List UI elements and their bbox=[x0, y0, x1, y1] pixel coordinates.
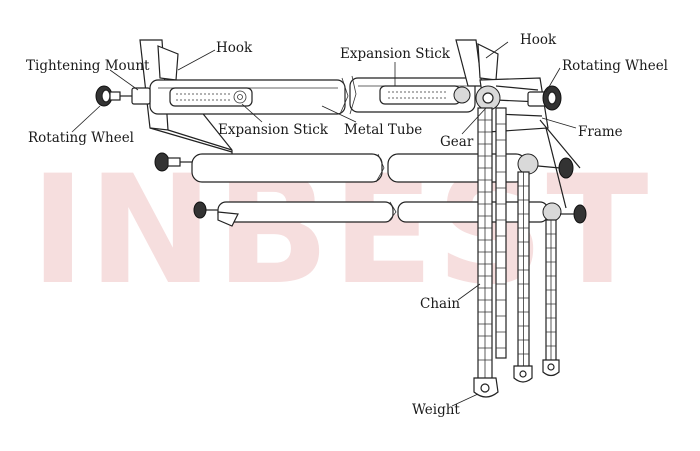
chain-main bbox=[477, 107, 507, 381]
leader-lines bbox=[71, 41, 577, 407]
label-expansion-stick-top: Expansion Stick bbox=[340, 46, 451, 62]
gear-bottom bbox=[542, 202, 587, 224]
label-gear: Gear bbox=[440, 134, 474, 150]
label-rotating-wheel-left: Rotating Wheel bbox=[28, 130, 134, 146]
label-rotating-wheel-right: Rotating Wheel bbox=[562, 58, 668, 74]
weight-main bbox=[473, 377, 499, 398]
label-expansion-stick-mid: Expansion Stick bbox=[218, 122, 329, 138]
weight-middle bbox=[513, 365, 533, 383]
weight-bottom bbox=[542, 359, 560, 377]
tightening-mount bbox=[118, 87, 151, 105]
gear-middle bbox=[517, 153, 574, 179]
label-chain: Chain bbox=[420, 296, 460, 312]
bottom-tube bbox=[193, 201, 549, 227]
label-frame: Frame bbox=[578, 124, 623, 140]
expansion-stick-right bbox=[379, 85, 471, 105]
label-tightening-mount: Tightening Mount bbox=[26, 58, 150, 74]
chain-middle bbox=[517, 171, 530, 369]
label-hook-right: Hook bbox=[520, 32, 557, 48]
gear bbox=[475, 85, 501, 111]
chain-bottom bbox=[545, 219, 557, 363]
expansion-stick-left bbox=[169, 87, 253, 107]
label-hook-left: Hook bbox=[216, 40, 253, 56]
label-metal-tube: Metal Tube bbox=[344, 122, 422, 138]
rotating-wheel-right bbox=[527, 85, 562, 111]
rotating-wheel-left bbox=[95, 85, 121, 107]
label-weight: Weight bbox=[412, 402, 460, 418]
middle-tube bbox=[154, 152, 527, 183]
